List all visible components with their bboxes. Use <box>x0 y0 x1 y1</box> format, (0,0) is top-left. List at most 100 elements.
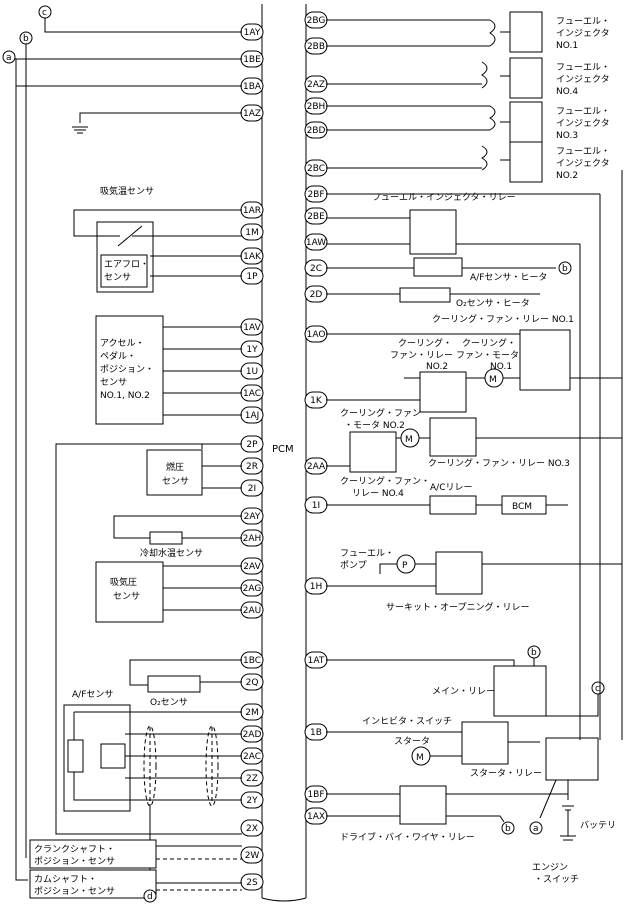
cf-motor-1-label-1: クーリング・ <box>462 337 516 349</box>
pin-right-1AO: 1AO <box>304 325 328 343</box>
pin-left-2AG: 2AG <box>240 579 264 597</box>
pin-left-2AC: 2AC <box>240 747 264 765</box>
cf-relay-4-label-2: リレー NO.4 <box>352 489 404 499</box>
fuel-pressure-label-1: 燃圧 <box>166 461 184 473</box>
pin-label: 1Y <box>246 345 258 355</box>
cf-motor-1-label-3: NO.1 <box>490 362 512 372</box>
pin-right-2C: 2C <box>304 259 328 277</box>
svg-text:b: b <box>23 34 29 44</box>
pin-left-1BE: 1BE <box>240 50 264 68</box>
marker-b-top: b <box>19 31 33 45</box>
pin-label: 1AV <box>243 323 261 333</box>
injector-label-inj1-2: NO.1 <box>556 41 578 51</box>
svg-text:b: b <box>531 648 537 658</box>
pin-label: 1U <box>246 367 258 377</box>
pin-left-2Z: 2Z <box>240 769 264 787</box>
pin-left-1P: 1P <box>240 267 264 285</box>
pin-left-1AY: 1AY <box>240 23 264 41</box>
pin-label: 2AZ <box>307 80 325 90</box>
main-relay-label: メイン・リレー <box>432 687 495 697</box>
pin-label: 1AR <box>243 206 261 216</box>
pin-left-1U: 1U <box>240 362 264 380</box>
fuel-pump-symbol: P <box>402 561 408 571</box>
pin-label: 1AJ <box>245 411 260 421</box>
marker-c-top: c <box>38 5 52 19</box>
pin-label: 2BD <box>307 126 326 136</box>
pin-left-1BC: 1BC <box>240 651 264 669</box>
pin-right-2BH: 2BH <box>304 97 328 115</box>
pin-label: 2C <box>310 264 322 274</box>
pin-left-1BA: 1BA <box>240 77 264 95</box>
battery-label: バッテリ <box>580 820 616 831</box>
pin-label: 2R <box>246 462 258 472</box>
pin-left-2W: 2W <box>240 846 264 864</box>
pin-label: 1I <box>312 501 320 511</box>
wire-group: c b a 吸気温センサ エアフロ・ センサ アクセル・ ペダル・ ポジション・… <box>2 5 623 903</box>
pin-label: 2AH <box>243 534 262 544</box>
marker-d: d <box>143 889 157 903</box>
svg-text:c: c <box>595 684 600 694</box>
pin-right-1AX: 1AX <box>304 807 328 825</box>
pin-label: 2Q <box>246 678 259 688</box>
pin-label: 2BG <box>307 16 326 26</box>
pin-left-1AZ: 1AZ <box>240 104 264 122</box>
injector-label-inj4-1: インジェクタ <box>556 74 610 85</box>
pin-right-2AA: 2AA <box>304 457 328 475</box>
cf-motor-2-label-2: ・モータ NO.2 <box>344 420 405 431</box>
pin-left-2AY: 2AY <box>240 507 264 525</box>
pin-left-2Q: 2Q <box>240 673 264 691</box>
starter-relay-label: スタータ・リレー <box>470 768 542 779</box>
svg-text:b: b <box>562 264 568 274</box>
injector-label-inj2-1: インジェクタ <box>556 158 610 169</box>
pin-left-1Y: 1Y <box>240 340 264 358</box>
coolant-temp-sensor-label: 冷却水温センサ <box>140 547 203 559</box>
cam-sensor-label-1: カムシャフト・ <box>34 874 97 885</box>
starter-motor-symbol: M <box>416 753 424 763</box>
af-sensor-label: A/Fセンサ <box>72 689 113 700</box>
bcm-label: BCM <box>512 502 532 512</box>
pin-label: 1AZ <box>243 109 261 119</box>
pin-left-2AV: 2AV <box>240 557 264 575</box>
inhibitor-switch-label: インヒビタ・スイッチ <box>362 716 452 727</box>
svg-text:a: a <box>6 53 12 63</box>
cf-relay-4-label-1: クーリング・ファン・ <box>340 475 430 487</box>
cam-sensor-label-2: ポジション・センサ <box>34 886 115 897</box>
pin-label: 1H <box>310 582 323 592</box>
pin-label: 2Y <box>246 796 258 806</box>
injector-label-inj1-0: フューエル・ <box>556 17 610 27</box>
circuit-opening-relay-label: サーキット・オープニング・リレー <box>386 601 529 613</box>
pin-label: 1B <box>310 728 322 738</box>
o2-sensor-label: O₂センサ <box>150 697 188 708</box>
ignition-label-2: ・スイッチ <box>534 874 579 885</box>
pin-left-2AD: 2AD <box>240 725 264 743</box>
marker-b-low: b <box>527 645 541 659</box>
injector-label-inj3-1: インジェクタ <box>556 118 610 129</box>
injector-relay-label: フューエル・インジェクタ・リレー <box>372 192 516 203</box>
fuel-pressure-label-2: センサ <box>162 476 189 487</box>
fuel-pump-label-2: ポンプ <box>340 560 367 571</box>
cf-relay-2-label-2: ファン・リレー <box>390 351 453 361</box>
cooling-fan-relay-1-label: クーリング・ファン・リレー NO.1 <box>432 313 574 325</box>
injector-label-inj1-1: インジェクタ <box>556 28 610 39</box>
pin-right-1BF: 1BF <box>304 785 328 803</box>
pin-label: 2W <box>245 851 260 861</box>
injector-labels: フューエル・インジェクタNO.1フューエル・インジェクタNO.4フューエル・イン… <box>556 17 610 181</box>
pin-right-2BF: 2BF <box>304 185 328 203</box>
pin-right-2AZ: 2AZ <box>304 75 328 93</box>
pin-label: 2AD <box>243 730 262 740</box>
cf-relay-2-label-1: クーリング・ <box>398 337 452 349</box>
o2-heater-label: O₂センサ・ヒータ <box>456 298 530 309</box>
dbw-relay-label: ドライブ・バイ・ワイヤ・リレー <box>340 831 475 843</box>
right-pin-group: 2BG2BB2AZ2BH2BD2BC2BF2BE1AW2C2D1AO1K2AA1… <box>304 11 328 825</box>
left-pin-group: 1AY1BE1BA1AZ1AR1M1AK1P1AV1Y1U1AC1AJ2P2R2… <box>240 23 264 891</box>
marker-a-top: a <box>2 50 16 64</box>
pin-left-2S: 2S <box>240 873 264 891</box>
pin-right-1K: 1K <box>304 391 328 409</box>
airflow-sensor-label-2: センサ <box>104 272 131 283</box>
pin-label: 2X <box>246 824 258 834</box>
pin-label: 1BC <box>243 656 261 666</box>
ignition-label-1: エンジン <box>532 863 568 873</box>
pin-right-2BG: 2BG <box>304 11 328 29</box>
crank-sensor-label-2: ポジション・センサ <box>34 856 115 867</box>
